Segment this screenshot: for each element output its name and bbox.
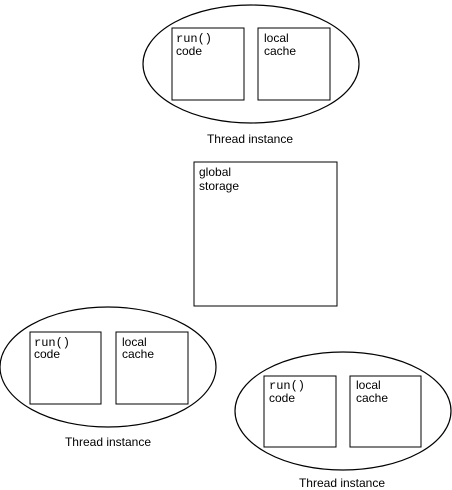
- thread-instance-bottom-left: run() code local cache Thread instance: [0, 306, 217, 449]
- run-method-label: run(): [34, 336, 70, 350]
- thread-instance-top: run() code local cache Thread instance: [142, 4, 360, 146]
- thread-instance-bottom-right: run() code local cache Thread instance: [234, 351, 452, 490]
- thread-instance-caption: Thread instance: [207, 132, 293, 146]
- thread-instance-caption: Thread instance: [65, 435, 151, 449]
- run-code-box: [171, 27, 245, 101]
- local-cache-label-line2: cache: [122, 347, 154, 361]
- thread-boundary-ellipse: [142, 4, 360, 124]
- local-cache-box: [349, 375, 422, 448]
- thread-boundary-ellipse: [0, 306, 217, 428]
- local-cache-box: [115, 331, 189, 405]
- thread-instance-caption: Thread instance: [299, 476, 385, 490]
- local-cache-label-line1: local: [122, 335, 147, 349]
- local-cache-label-line1: local: [356, 378, 381, 392]
- global-storage-label-line2: storage: [199, 179, 239, 193]
- run-code-label: code: [34, 347, 60, 361]
- thread-boundary-ellipse: [234, 351, 452, 471]
- local-cache-box: [257, 27, 331, 101]
- run-code-box: [29, 331, 102, 405]
- global-storage: global storage: [193, 161, 338, 307]
- run-code-label: code: [269, 391, 295, 405]
- global-storage-label-line1: global: [199, 165, 231, 179]
- run-code-box: [263, 375, 337, 448]
- local-cache-label-line2: cache: [264, 44, 296, 58]
- local-cache-label-line1: local: [264, 31, 289, 45]
- global-storage-box: [193, 161, 338, 307]
- run-code-label: code: [176, 44, 202, 58]
- run-method-label: run(): [269, 379, 305, 393]
- run-method-label: run(): [176, 32, 212, 46]
- local-cache-label-line2: cache: [356, 391, 388, 405]
